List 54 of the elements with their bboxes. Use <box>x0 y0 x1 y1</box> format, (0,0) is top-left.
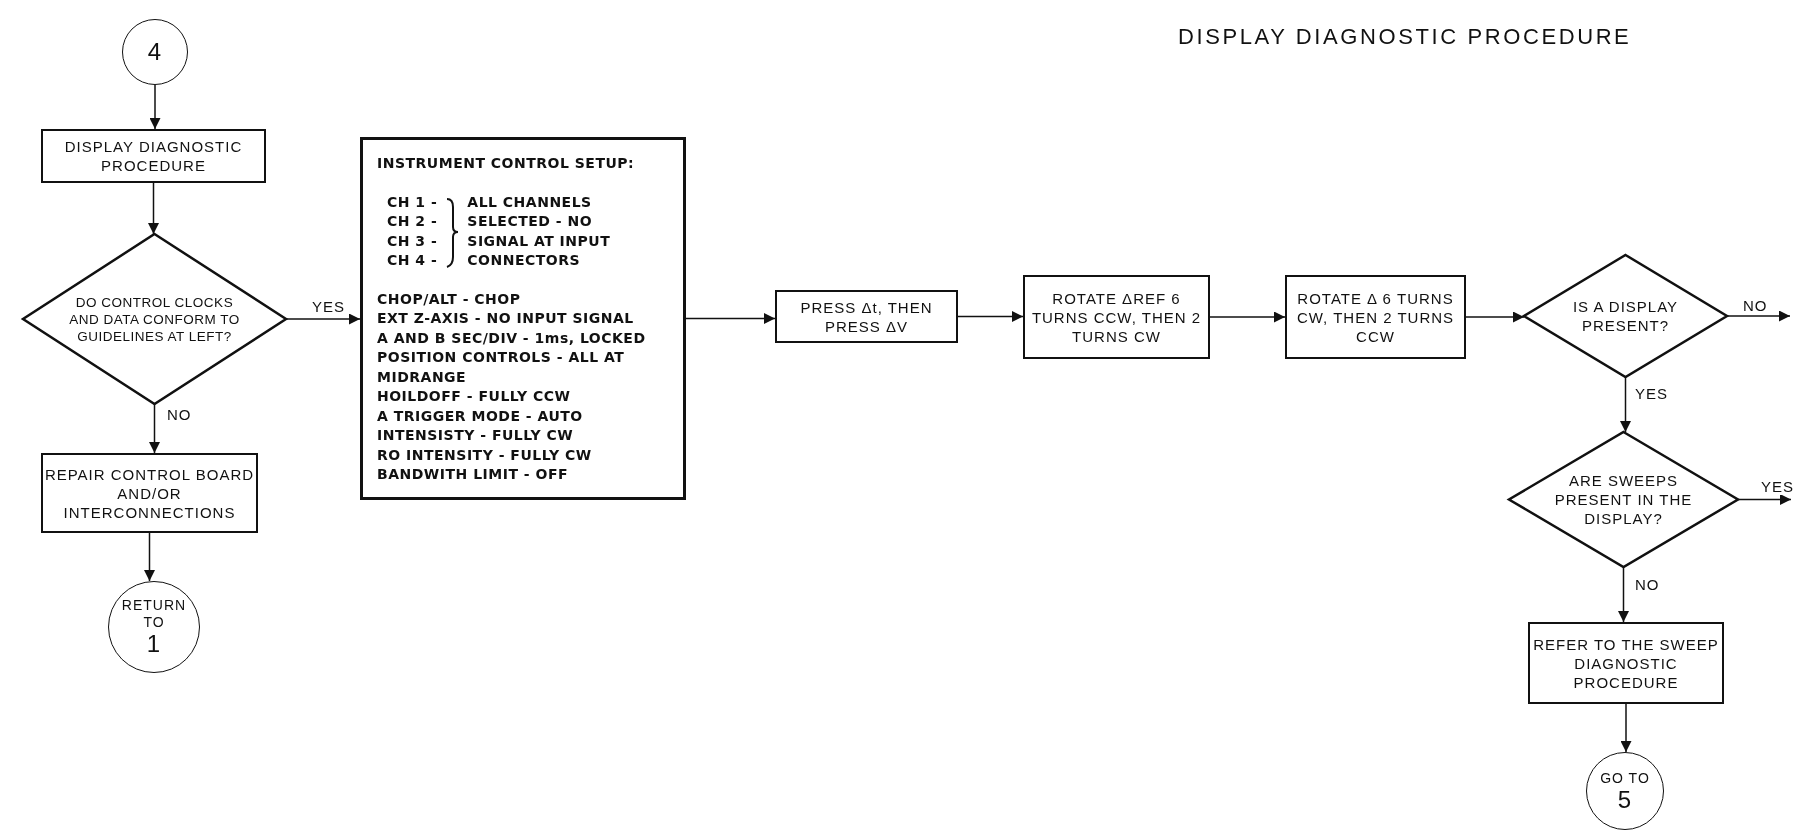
setup-line: EXT Z-AXIS - NO INPUT SIGNAL <box>377 309 634 328</box>
channel-label: CH 2 - <box>387 212 438 231</box>
decision-diamond <box>1524 255 1727 377</box>
arrow <box>1726 310 1791 322</box>
node-text: DO CONTROL CLOCKS AND DATA CONFORM TO GUIDELINES AT LEFT? <box>68 293 241 345</box>
process-box <box>775 290 958 343</box>
channel-label: CH 3 - <box>387 231 438 251</box>
process-box <box>1528 622 1724 704</box>
node-text: PRESS Δt, THEN PRESS ΔV <box>799 297 934 336</box>
setup-line: CHOP/ALT - CHOP <box>377 289 521 309</box>
channel-label: CH 4 - <box>387 251 438 270</box>
node-text: ARE SWEEPS PRESENT IN THE DISPLAY? <box>1553 471 1694 528</box>
setup-line: HOILDOFF - FULLY CCW <box>377 387 571 406</box>
node-text: ROTATE Δ 6 TURNS CW, THEN 2 TURNS CCW <box>1295 288 1456 346</box>
setup-heading: INSTRUMENT CONTROL SETUP: <box>377 154 635 173</box>
diagram-title: DISPLAY DIAGNOSTIC PROCEDURE <box>1178 24 1632 50</box>
decision-diamond <box>23 234 286 404</box>
process-box <box>1023 275 1210 359</box>
node-text: IS A DISPLAY PRESENT? <box>1571 297 1680 335</box>
setup-line: POSITION CONTROLS - ALL AT MIDRANGE <box>377 348 626 387</box>
connector-number: 1 <box>146 631 162 657</box>
arrow <box>149 84 161 130</box>
process-box <box>41 453 258 533</box>
process-box <box>41 129 266 183</box>
setup-line: INTENSISTY - FULLY CW <box>377 426 574 445</box>
node-text: RETURN TO <box>120 597 188 631</box>
decision-diamond <box>1509 432 1738 567</box>
arrow <box>1465 311 1525 323</box>
node-text: REPAIR CONTROL BOARD AND/OR INTERCONNECTIONS <box>43 464 256 522</box>
node-text: GO TO <box>1599 769 1651 787</box>
arrow <box>1209 311 1286 323</box>
setup-line: BANDWITH LIMIT - OFF <box>377 465 569 484</box>
setup-note: ALL CHANNELS SELECTED - NO SIGNAL AT INPUT CONNECTORS <box>467 192 612 270</box>
arrow <box>957 311 1024 322</box>
arrow <box>1737 494 1792 505</box>
arrow <box>149 403 160 454</box>
connector-number: 4 <box>147 39 163 65</box>
node-text: DISPLAY DIAGNOSTIC PROCEDURE <box>63 137 244 175</box>
setup-box <box>360 137 686 500</box>
channel-label: CH 1 - <box>387 192 438 212</box>
arrow <box>285 313 361 325</box>
process-box <box>1285 275 1466 359</box>
connector-number: 5 <box>1617 786 1633 813</box>
arrow <box>148 182 159 235</box>
arrow <box>1620 703 1632 753</box>
arrow <box>144 532 155 582</box>
setup-line: RO INTENSITY - FULLY CW <box>377 445 592 465</box>
arrow <box>1620 376 1631 433</box>
arrow <box>1618 566 1629 623</box>
setup-line: A TRIGGER MODE - AUTO <box>377 406 583 426</box>
setup-line: A AND B SEC/DIV - 1ms, LOCKED <box>377 328 646 348</box>
node-text: REFER TO THE SWEEP DIAGNOSTIC PROCEDURE <box>1532 634 1720 692</box>
arrow <box>685 313 776 324</box>
node-text: ROTATE ΔREF 6 TURNS CCW, THEN 2 TURNS CW <box>1030 288 1203 346</box>
